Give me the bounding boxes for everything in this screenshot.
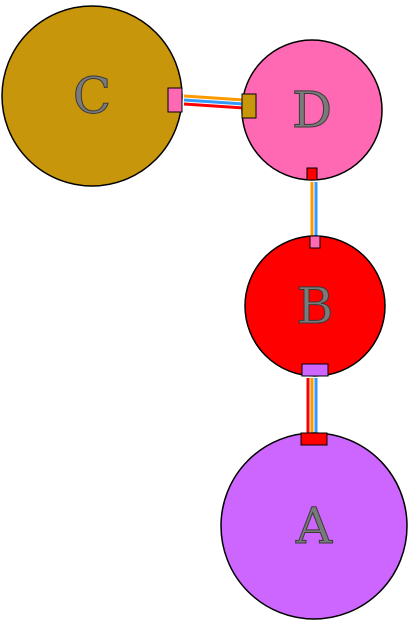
node-label-b: B xyxy=(297,277,334,335)
node-label-c: C xyxy=(73,67,111,125)
nodes-layer xyxy=(1,5,408,620)
port-a-to-b xyxy=(300,432,328,446)
ports-layer xyxy=(167,87,329,446)
port-d-to-b xyxy=(306,167,318,181)
port-c-to-d xyxy=(167,87,183,113)
port-b-to-a xyxy=(301,363,329,377)
edge-c-d xyxy=(183,94,245,110)
edges-layer xyxy=(183,94,318,434)
port-b-to-d xyxy=(309,235,321,249)
node-label-d: D xyxy=(292,81,332,139)
port-d-to-c xyxy=(241,93,257,119)
labels-layer: C D B A xyxy=(72,67,334,556)
node-label-a: A xyxy=(295,497,333,555)
edge-strand xyxy=(183,98,245,106)
edge-strand xyxy=(183,102,245,110)
edge-strand xyxy=(183,94,245,102)
edge-d-b xyxy=(310,182,318,238)
edge-b-a xyxy=(306,378,318,434)
